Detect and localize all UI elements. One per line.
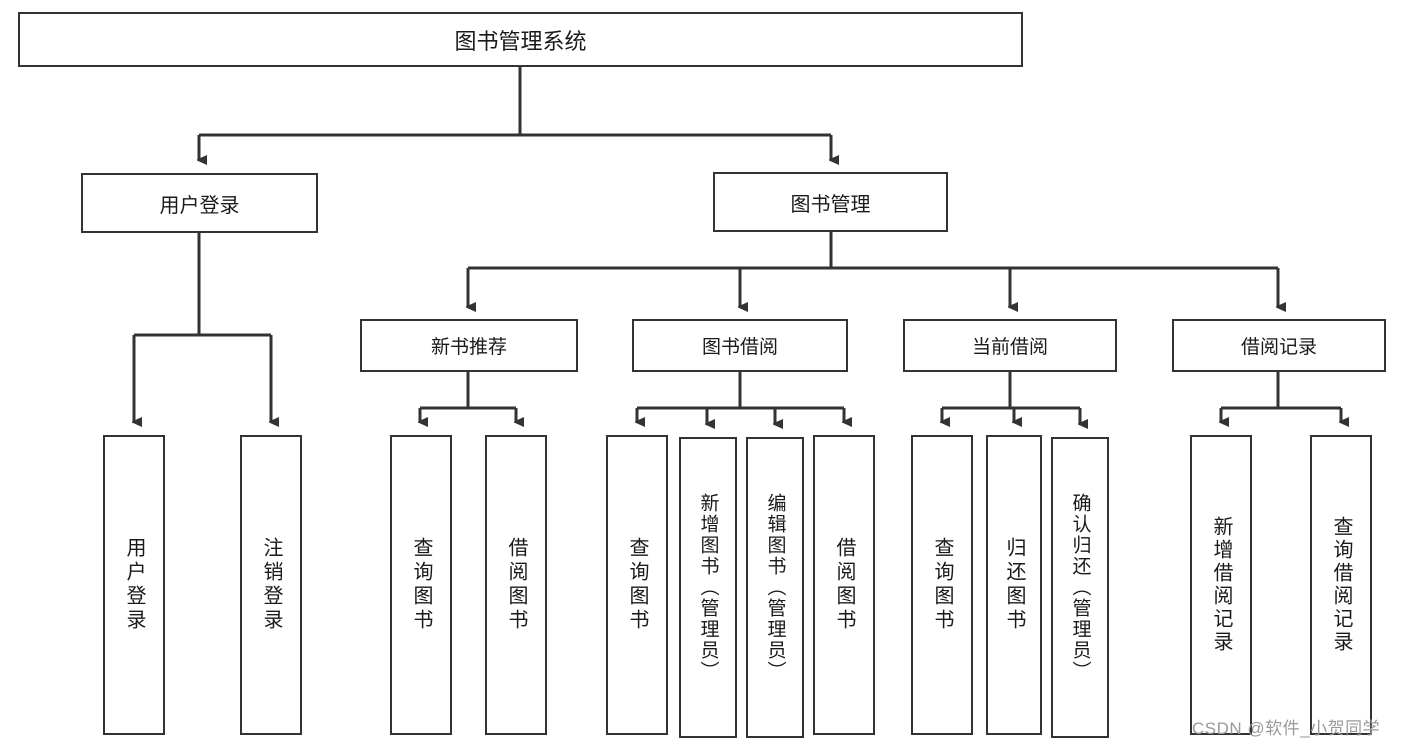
node-leaf-confirm-return-label: 确认归还（管理员） <box>1069 493 1091 682</box>
node-leaf-edit-book-label: 编辑图书（管理员） <box>764 493 786 682</box>
node-leaf-user-logout[interactable]: 注销登录 <box>240 435 302 735</box>
node-book-manage-label: 图书管理 <box>790 193 871 216</box>
node-book-borrow[interactable]: 图书借阅 <box>632 319 848 372</box>
node-leaf-add-book-label: 新增图书（管理员） <box>697 493 719 682</box>
node-leaf-query-book-3[interactable]: 查询图书 <box>911 435 973 735</box>
node-user-login[interactable]: 用户登录 <box>81 173 318 233</box>
node-leaf-edit-book[interactable]: 编辑图书（管理员） <box>746 437 804 738</box>
node-new-book-recommend[interactable]: 新书推荐 <box>360 319 578 372</box>
node-book-manage[interactable]: 图书管理 <box>713 172 948 232</box>
node-current-borrow[interactable]: 当前借阅 <box>903 319 1117 372</box>
node-leaf-query-book-1[interactable]: 查询图书 <box>390 435 452 735</box>
node-leaf-borrow-book-1[interactable]: 借阅图书 <box>485 435 547 735</box>
node-leaf-borrow-book-2-label: 借阅图书 <box>833 537 855 633</box>
node-borrow-record[interactable]: 借阅记录 <box>1172 319 1386 372</box>
node-leaf-query-book-1-label: 查询图书 <box>410 537 432 633</box>
node-new-book-recommend-label: 新书推荐 <box>430 337 507 358</box>
node-leaf-user-login-label: 用户登录 <box>123 537 145 633</box>
node-leaf-confirm-return[interactable]: 确认归还（管理员） <box>1051 437 1109 738</box>
node-leaf-user-logout-label: 注销登录 <box>260 537 282 633</box>
node-leaf-query-book-2-label: 查询图书 <box>626 537 648 633</box>
node-current-borrow-label: 当前借阅 <box>971 337 1048 358</box>
node-leaf-query-book-3-label: 查询图书 <box>931 537 953 633</box>
watermark-text: CSDN @软件_小贺同学 <box>1192 719 1381 738</box>
node-leaf-query-record[interactable]: 查询借阅记录 <box>1310 435 1372 735</box>
node-leaf-query-record-label: 查询借阅记录 <box>1330 516 1352 654</box>
node-leaf-add-record[interactable]: 新增借阅记录 <box>1190 435 1252 735</box>
node-leaf-add-book[interactable]: 新增图书（管理员） <box>679 437 737 738</box>
node-leaf-borrow-book-2[interactable]: 借阅图书 <box>813 435 875 735</box>
node-leaf-return-book[interactable]: 归还图书 <box>986 435 1042 735</box>
node-root-label: 图书管理系统 <box>454 28 587 54</box>
node-user-login-label: 用户登录 <box>159 194 240 217</box>
node-leaf-return-book-label: 归还图书 <box>1003 537 1025 633</box>
node-leaf-add-record-label: 新增借阅记录 <box>1210 516 1232 654</box>
node-leaf-borrow-book-1-label: 借阅图书 <box>505 537 527 633</box>
node-root[interactable]: 图书管理系统 <box>18 12 1023 67</box>
node-leaf-user-login[interactable]: 用户登录 <box>103 435 165 735</box>
node-leaf-query-book-2[interactable]: 查询图书 <box>606 435 668 735</box>
node-borrow-record-label: 借阅记录 <box>1240 337 1317 358</box>
node-book-borrow-label: 图书借阅 <box>701 337 778 358</box>
